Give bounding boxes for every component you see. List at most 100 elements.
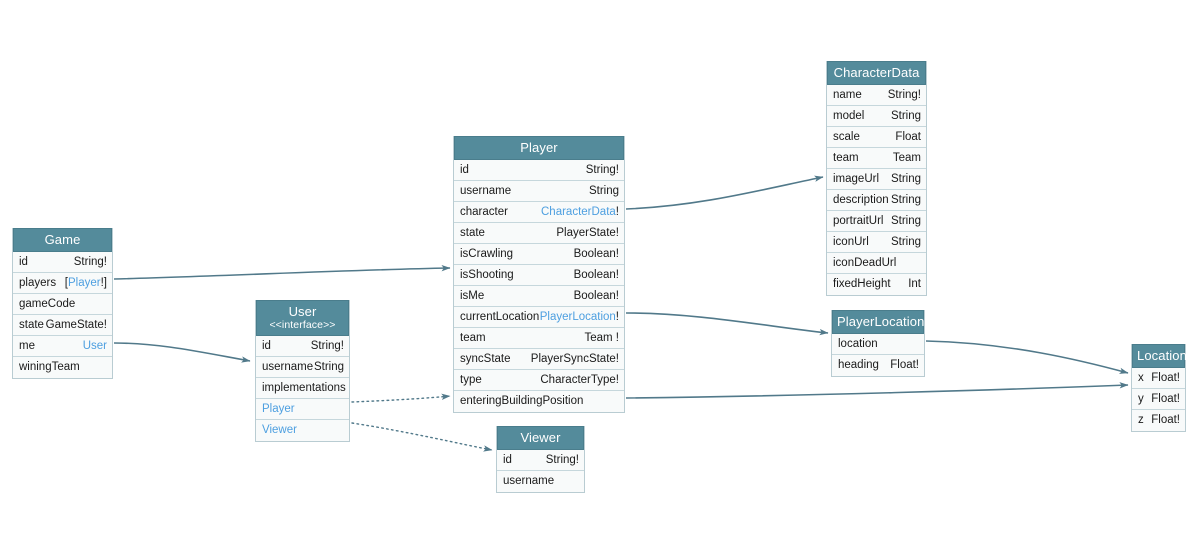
field-type-part: User <box>82 340 107 352</box>
field-row: username String <box>454 181 624 202</box>
field-name: iconUrl <box>833 236 869 248</box>
field-row: z Float! <box>1132 410 1185 431</box>
edge-playerlocation-location-to-location <box>925 340 1129 374</box>
field-name: description <box>833 194 889 206</box>
entity-header-characterdata: CharacterData <box>827 61 926 85</box>
field-name: character <box>460 206 508 218</box>
field-name: username <box>503 475 555 487</box>
entity-header-game: Game <box>13 228 112 252</box>
field-name: currentLocation <box>460 311 540 323</box>
field-type: String <box>890 194 921 206</box>
field-type-part: ! <box>615 206 619 218</box>
field-type: Team ! <box>584 332 619 344</box>
field-name: y <box>1138 393 1144 405</box>
field-type: String! <box>585 164 619 176</box>
field-row[interactable]: Player <box>256 399 349 420</box>
entity-title: PlayerLocation <box>837 314 925 329</box>
field-type[interactable]: PlayerLocation! <box>540 307 619 327</box>
field-name: Viewer <box>262 424 297 436</box>
field-row[interactable]: locationLocation! <box>832 334 924 355</box>
field-name: model <box>833 110 865 122</box>
field-row: team Team <box>827 148 926 169</box>
field-type[interactable]: CharacterData! <box>541 202 619 222</box>
edge-game-me-to-user <box>113 342 251 363</box>
field-type[interactable]: User <box>83 336 107 356</box>
entity-header-viewer: Viewer <box>497 426 584 450</box>
field-type: Float! <box>1151 393 1180 405</box>
field-name: z <box>1138 414 1144 426</box>
field-name: gameCode <box>19 298 76 310</box>
field-type: Team <box>79 377 107 378</box>
field-type[interactable]: [Player!] <box>65 273 107 293</box>
field-type: Int <box>908 278 921 290</box>
field-type-part: PlayerLocation <box>539 311 616 323</box>
field-type: GameState! <box>45 319 107 331</box>
field-name: syncState <box>460 353 511 365</box>
field-name: iconDeadUrl <box>833 257 897 269</box>
field-name: heading <box>838 359 879 371</box>
field-type: Float! <box>1151 414 1180 426</box>
field-name: username <box>460 185 512 197</box>
field-name: id <box>503 454 512 466</box>
entity-playerlocation[interactable]: PlayerLocation locationLocation!headingFl… <box>831 310 925 377</box>
field-row[interactable]: character CharacterData! <box>454 202 624 223</box>
field-type: Team <box>892 152 921 164</box>
field-type: PlayerState! <box>556 227 619 239</box>
field-name: implementations <box>262 382 346 394</box>
field-name: type <box>460 374 482 386</box>
field-row: iconDeadUrlString <box>827 253 926 274</box>
field-type: String <box>890 173 921 185</box>
field-name: isMe <box>460 290 485 302</box>
field-row: gameCodeString! <box>13 294 112 315</box>
field-row: winingTeamTeam <box>13 357 112 378</box>
field-name: username <box>262 361 314 373</box>
field-name: players <box>19 277 57 289</box>
field-type-part: Player <box>68 277 101 289</box>
entity-game[interactable]: GameidString!players[Player!]gameCodeStr… <box>12 228 113 379</box>
entity-header-player: Player <box>454 136 624 160</box>
field-name: team <box>833 152 859 164</box>
field-row: state PlayerState! <box>454 223 624 244</box>
field-type-part: CharacterData <box>541 206 616 218</box>
field-type: String <box>588 185 619 197</box>
field-name: name <box>833 89 862 101</box>
field-row[interactable]: enteringBuildingPositionLocation <box>454 391 624 412</box>
field-name: state <box>460 227 485 239</box>
edge-user-player-implements <box>351 393 451 403</box>
field-row[interactable]: players [Player!] <box>13 273 112 294</box>
field-type[interactable]: Location <box>576 411 619 412</box>
edge-player-currentlocation-to-playerlocation <box>625 312 829 336</box>
field-row[interactable]: Viewer <box>256 420 349 441</box>
field-row: id String! <box>497 450 584 471</box>
field-type: String! <box>73 256 107 268</box>
field-type: String <box>313 361 344 373</box>
entity-title: CharacterData <box>833 65 920 80</box>
field-name: x <box>1138 372 1144 384</box>
field-type: String! <box>545 454 579 466</box>
field-name: scale <box>833 131 860 143</box>
entity-title: Location <box>1137 348 1187 363</box>
entity-stereotype: <<interface>> <box>269 319 336 331</box>
edge-player-enteringbuildingposition-to-location <box>625 382 1129 399</box>
